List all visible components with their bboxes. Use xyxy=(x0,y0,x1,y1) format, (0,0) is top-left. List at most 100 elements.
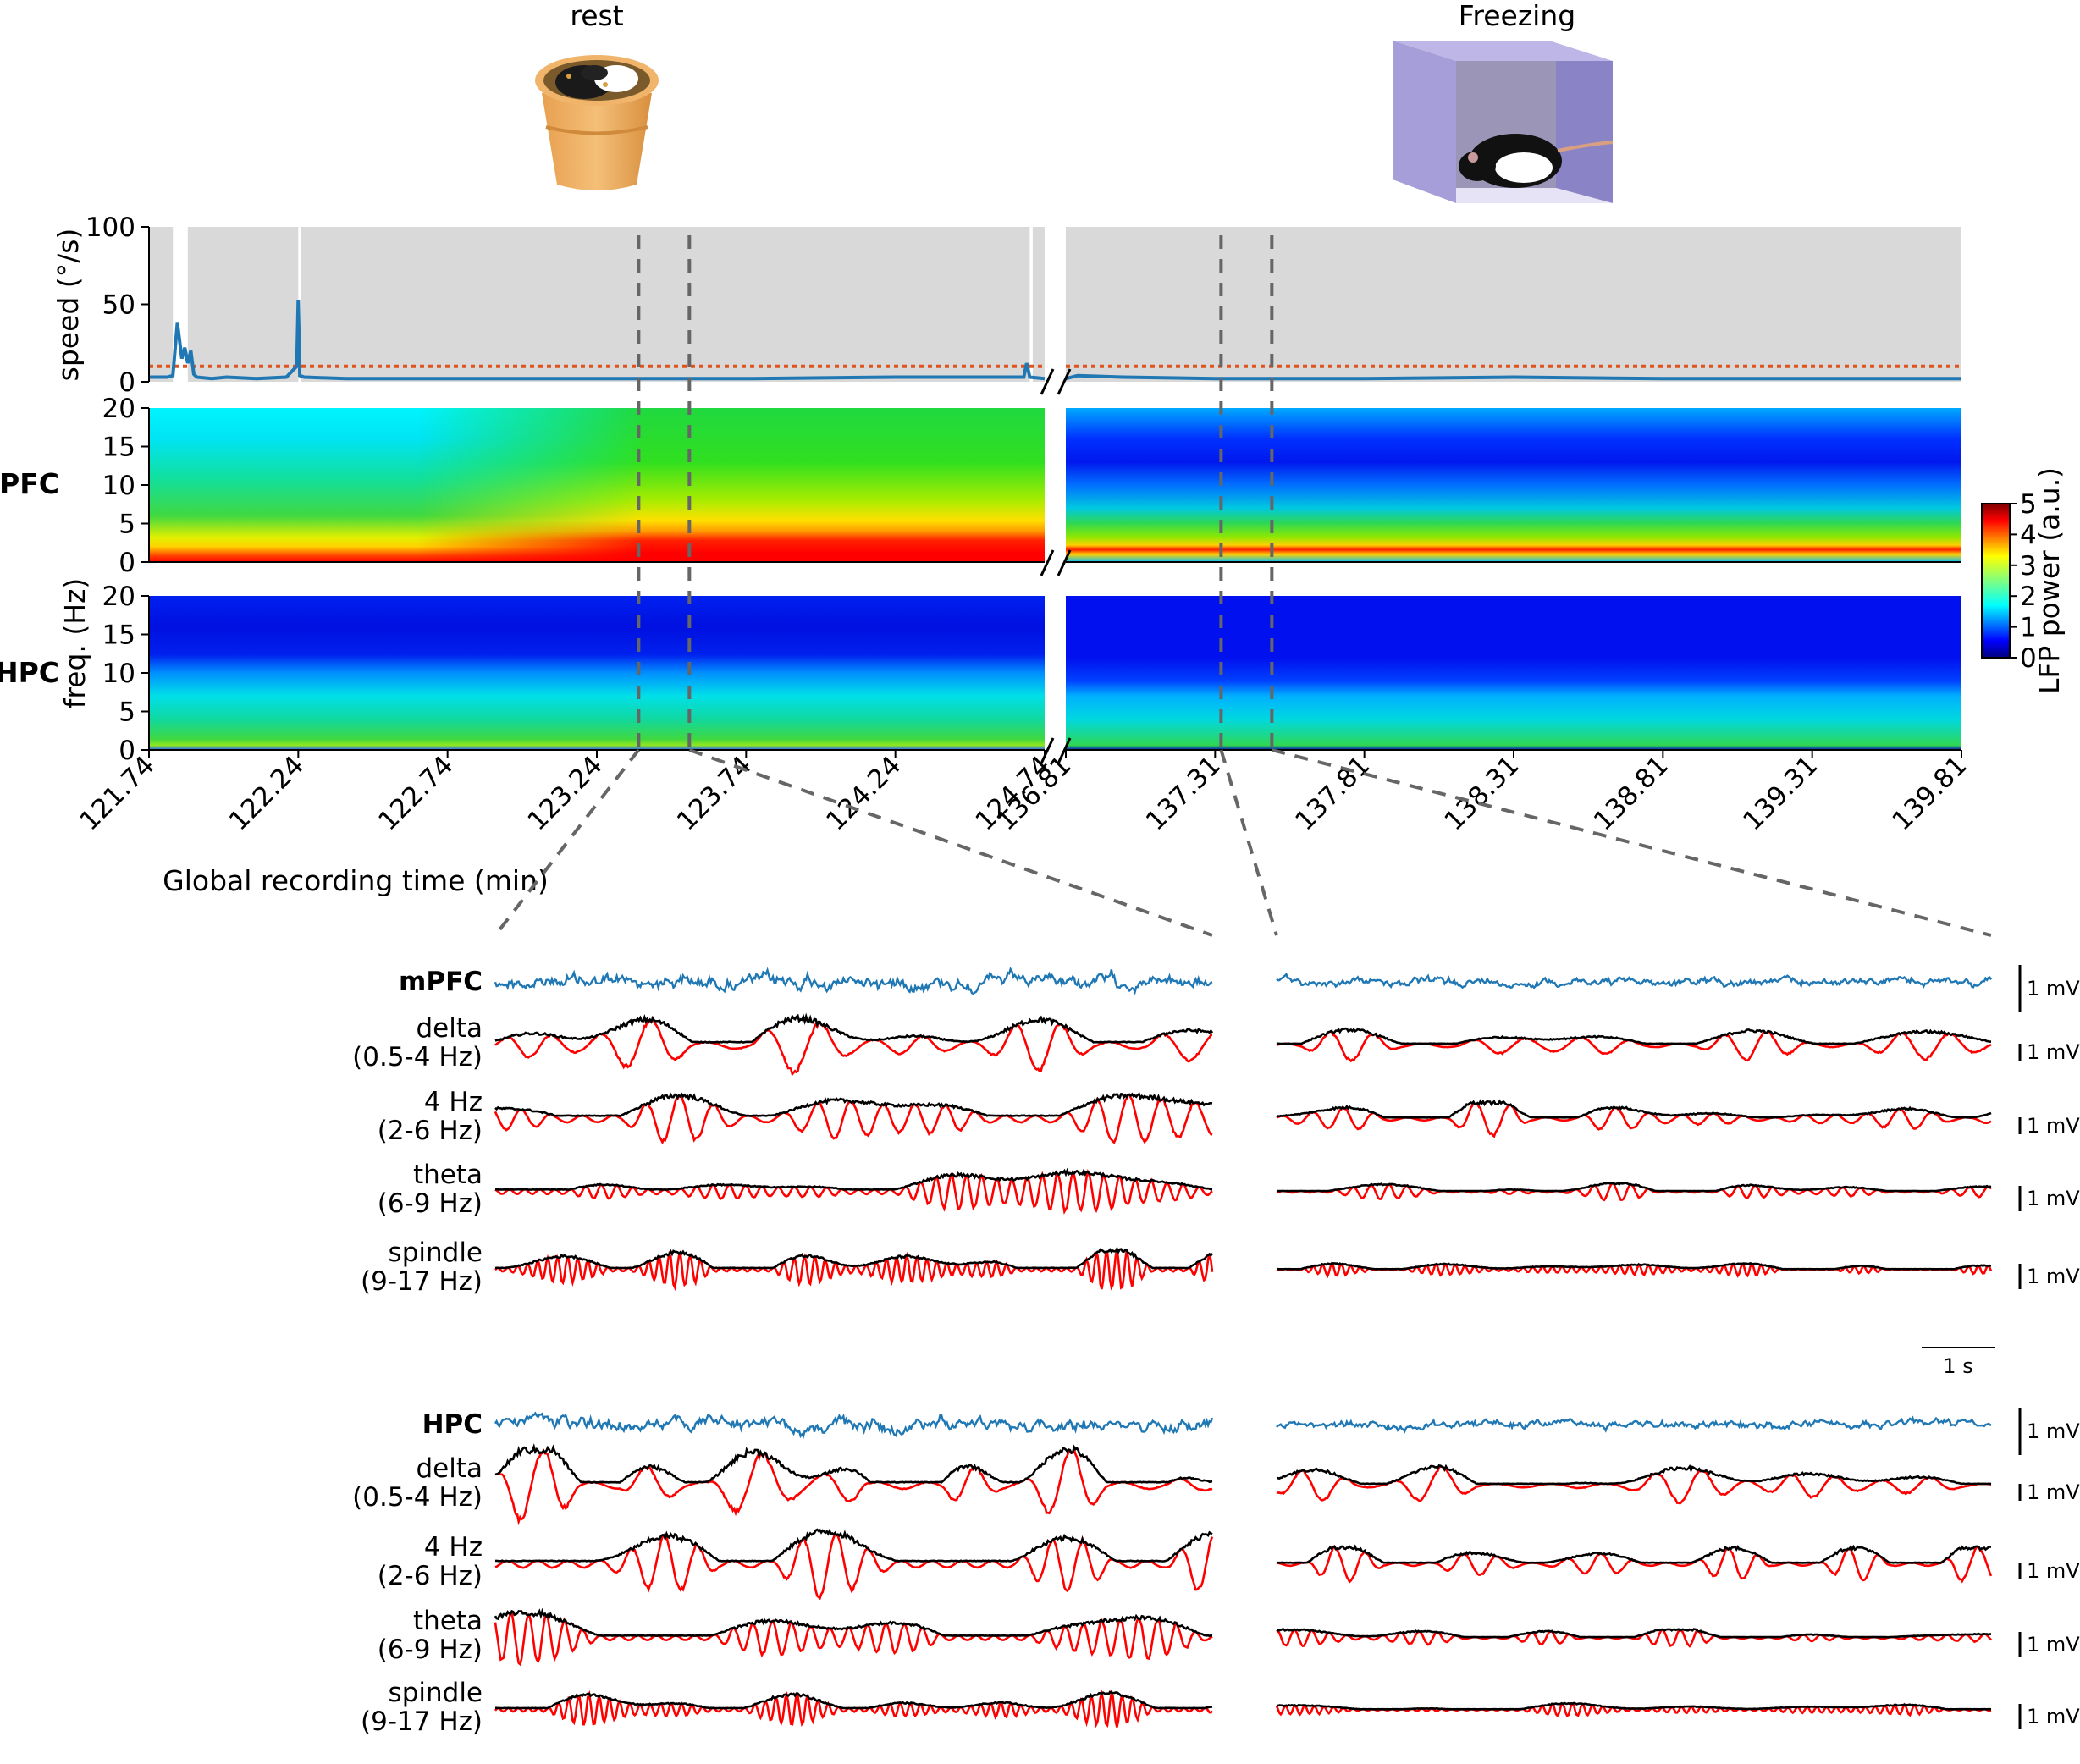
freq-tick-label: 15 xyxy=(102,433,135,463)
amplitude-envelope-trace xyxy=(1276,1099,1992,1119)
colorbar-tick-label: 4 xyxy=(2020,520,2037,550)
trace-band-label: 4 Hz xyxy=(424,1087,483,1117)
time-tick-label: 139.31 xyxy=(1737,750,1823,836)
freq-tick-label: 20 xyxy=(102,582,135,612)
trace-band-label: spindle xyxy=(389,1238,483,1268)
trace-band-range-label: (6-9 Hz) xyxy=(378,1188,483,1219)
raw-lfp-trace xyxy=(1276,972,1993,989)
freq-axis-label: freq. (Hz) xyxy=(58,578,91,709)
trace-band-range-label: (2-6 Hz) xyxy=(378,1116,483,1146)
hpc-region-label: HPC xyxy=(0,656,59,689)
colorbar-tick-label: 0 xyxy=(2020,643,2037,674)
voltage-scale-label: 1 mV xyxy=(2027,1419,2080,1443)
speed-y-ticks: 0 50 100 xyxy=(86,212,149,398)
rest-label: rest xyxy=(570,0,623,32)
amplitude-envelope-trace xyxy=(494,1012,1214,1044)
filtered-lfp-trace xyxy=(1276,1544,1993,1584)
axis-break-marks xyxy=(1040,368,1072,764)
freq-tick-label: 10 xyxy=(102,471,135,501)
immobility-shading-band xyxy=(1066,227,1961,382)
hpc-rest-heatmap xyxy=(149,596,1045,750)
speed-y-tick-label: 50 xyxy=(102,290,135,321)
trace-band-range-label: (9-17 Hz) xyxy=(361,1706,483,1737)
time-tick-label: 137.81 xyxy=(1289,750,1376,836)
freq-tick-label: 15 xyxy=(102,620,135,651)
amplitude-envelope-trace xyxy=(1276,1628,1991,1639)
time-tick-label: 121.74 xyxy=(74,750,160,836)
freq-tick-label: 0 xyxy=(119,736,135,766)
zoom-window-lines xyxy=(494,235,1992,937)
trace-band-label: 4 Hz xyxy=(424,1532,483,1563)
time-axis-label: Global recording time (min) xyxy=(163,864,549,897)
voltage-scale-label: 1 mV xyxy=(2027,1114,2080,1138)
pfc-region-label: PFC xyxy=(0,467,59,500)
voltage-scale-label: 1 mV xyxy=(2027,1187,2080,1210)
filtered-lfp-trace xyxy=(1276,1182,1993,1202)
freq-tick-label: 10 xyxy=(102,659,135,689)
filtered-lfp-trace xyxy=(494,1610,1213,1667)
trace-band-label: delta xyxy=(416,1013,483,1044)
freq-tick-label: 0 xyxy=(119,548,135,578)
colorbar-gradient xyxy=(1981,503,2011,659)
trace-band-label: theta xyxy=(413,1606,483,1636)
pfc-spectrogram: 0 5 10 15 20 PFC xyxy=(0,394,1961,578)
voltage-scale-label: 1 mV xyxy=(2027,1705,2080,1728)
colorbar-label: LFP power (a.u.) xyxy=(2033,467,2066,694)
trace-band-range-label: (0.5-4 Hz) xyxy=(352,1482,483,1513)
freezing-label: Freezing xyxy=(1459,0,1575,32)
amplitude-envelope-trace xyxy=(494,1246,1214,1270)
voltage-scale-label: 1 mV xyxy=(2027,1480,2080,1504)
filtered-lfp-trace xyxy=(494,1689,1213,1728)
speed-trace xyxy=(149,299,1046,381)
immobility-shading-band xyxy=(187,227,299,382)
amplitude-envelope-trace xyxy=(1276,1182,1992,1193)
trace-region-label: HPC xyxy=(422,1409,483,1440)
time-tick-label: 122.74 xyxy=(372,750,459,836)
rat-in-freezing-box-icon xyxy=(1393,41,1614,203)
filtered-lfp-trace xyxy=(494,1016,1213,1077)
filtered-lfp-trace xyxy=(1276,1029,1992,1063)
time-tick-label: 137.31 xyxy=(1140,750,1227,836)
amplitude-envelope-trace xyxy=(1276,1544,1992,1564)
speed-axis-label: speed (°/s) xyxy=(52,229,85,382)
raw-lfp-trace xyxy=(1276,1415,1992,1434)
pfc-rest-heatmap-late xyxy=(149,408,1045,562)
voltage-scale-label: 1 mV xyxy=(2027,1559,2080,1583)
raw-lfp-trace xyxy=(494,967,1213,995)
filtered-lfp-trace xyxy=(494,1169,1213,1215)
amplitude-envelope-trace xyxy=(494,1528,1213,1563)
trace-band-range-label: (6-9 Hz) xyxy=(378,1634,483,1665)
speed-y-tick-label: 100 xyxy=(86,212,135,243)
trace-band-label: spindle xyxy=(389,1678,483,1708)
trace-band-range-label: (9-17 Hz) xyxy=(361,1266,483,1297)
speed-y-tick-label: 0 xyxy=(119,367,135,398)
time-tick-label: 138.81 xyxy=(1588,750,1674,836)
amplitude-envelope-trace xyxy=(494,1092,1213,1117)
freq-tick-label: 20 xyxy=(102,394,135,424)
speed-trace xyxy=(1065,373,1961,381)
time-scale-bar: 1 s xyxy=(1922,1347,1995,1378)
trace-band-range-label: (2-6 Hz) xyxy=(378,1561,483,1591)
immobility-shading xyxy=(149,227,1961,382)
freq-tick-label: 5 xyxy=(119,510,135,540)
amplitude-envelope-trace xyxy=(494,1443,1213,1484)
time-tick-label: 122.24 xyxy=(223,750,310,836)
amplitude-envelope-trace xyxy=(1276,1701,1992,1711)
immobility-shading-band xyxy=(1032,227,1045,382)
raw-lfp-trace xyxy=(494,1411,1214,1439)
time-scale-label: 1 s xyxy=(1943,1354,1972,1378)
time-tick-label: 139.81 xyxy=(1886,750,1972,836)
filtered-lfp-trace xyxy=(494,1249,1214,1292)
filtered-lfp-trace xyxy=(494,1446,1213,1526)
pfc-freeze-heatmap xyxy=(1066,408,1961,562)
voltage-scale-label: 1 mV xyxy=(2027,1040,2080,1064)
immobility-shading-band xyxy=(149,227,174,382)
trace-band-range-label: (0.5-4 Hz) xyxy=(352,1042,483,1072)
speed-panel: 0 50 100 speed (°/s) xyxy=(52,212,1961,398)
voltage-scale-label: 1 mV xyxy=(2027,1265,2080,1288)
